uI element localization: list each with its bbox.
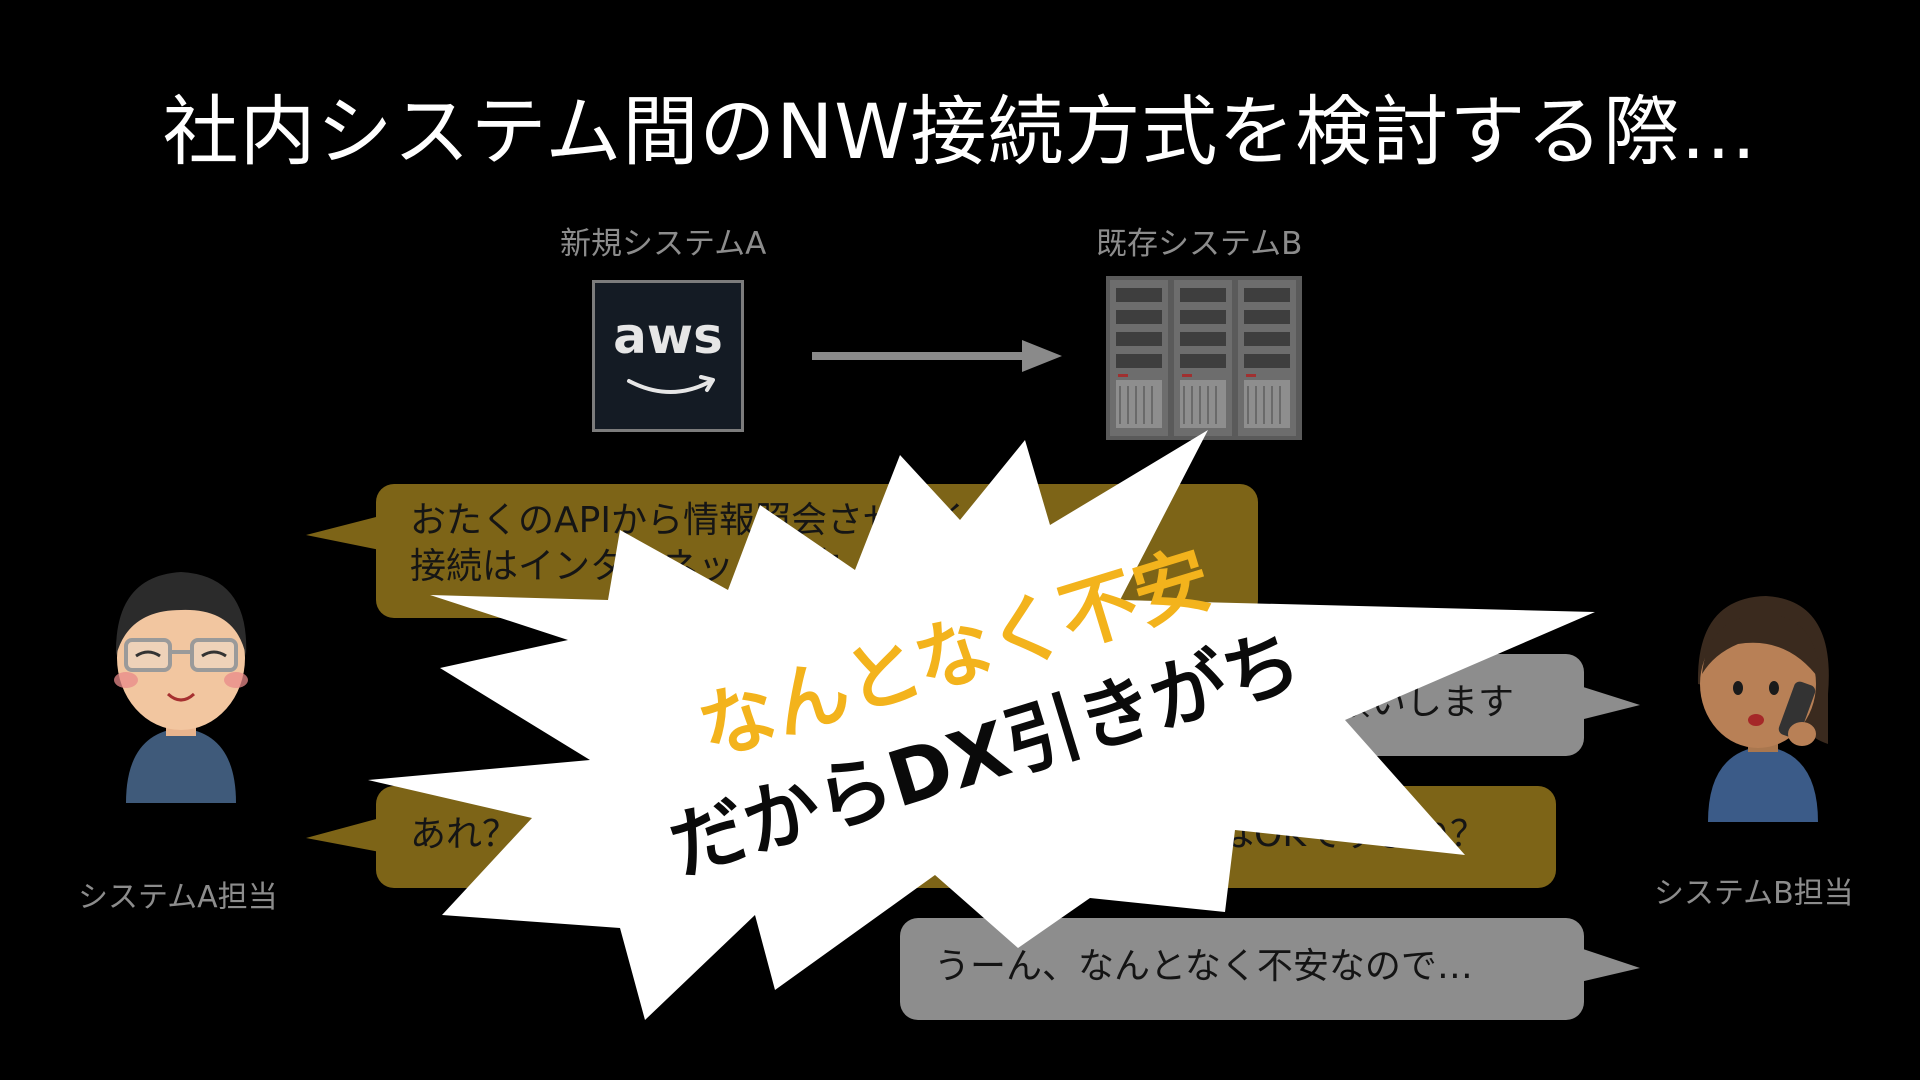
aws-logo-text: aws [613,307,723,365]
person-a-label: システムA担当 [78,880,278,915]
speech-bubble-b2: うーん、なんとなく不安なので… [900,918,1584,1020]
aws-smile-icon [627,375,715,394]
system-a-label: 新規システムA [560,226,767,262]
aws-logo: aws [592,280,744,432]
server-rack-icon [1106,276,1302,440]
person-a-illustration [114,572,248,803]
person-b-label: システムB担当 [1654,876,1854,911]
bubble-b2-text: うーん、なんとなく不安なので… [934,946,1473,987]
bubble-tail-b2 [1580,948,1640,982]
person-b-illustration [1697,596,1829,822]
bubble-tail-a1 [306,516,380,550]
bubble-a2-text-left: あれ？ [410,814,519,855]
slide-title: 社内システム間のNW接続方式を検討する際… [162,87,1758,176]
bubble-tail-a2 [306,818,380,852]
system-b-label: 既存システムB [1096,226,1303,262]
arrow-right-icon [812,340,1062,372]
bubble-tail-b1 [1580,686,1640,720]
